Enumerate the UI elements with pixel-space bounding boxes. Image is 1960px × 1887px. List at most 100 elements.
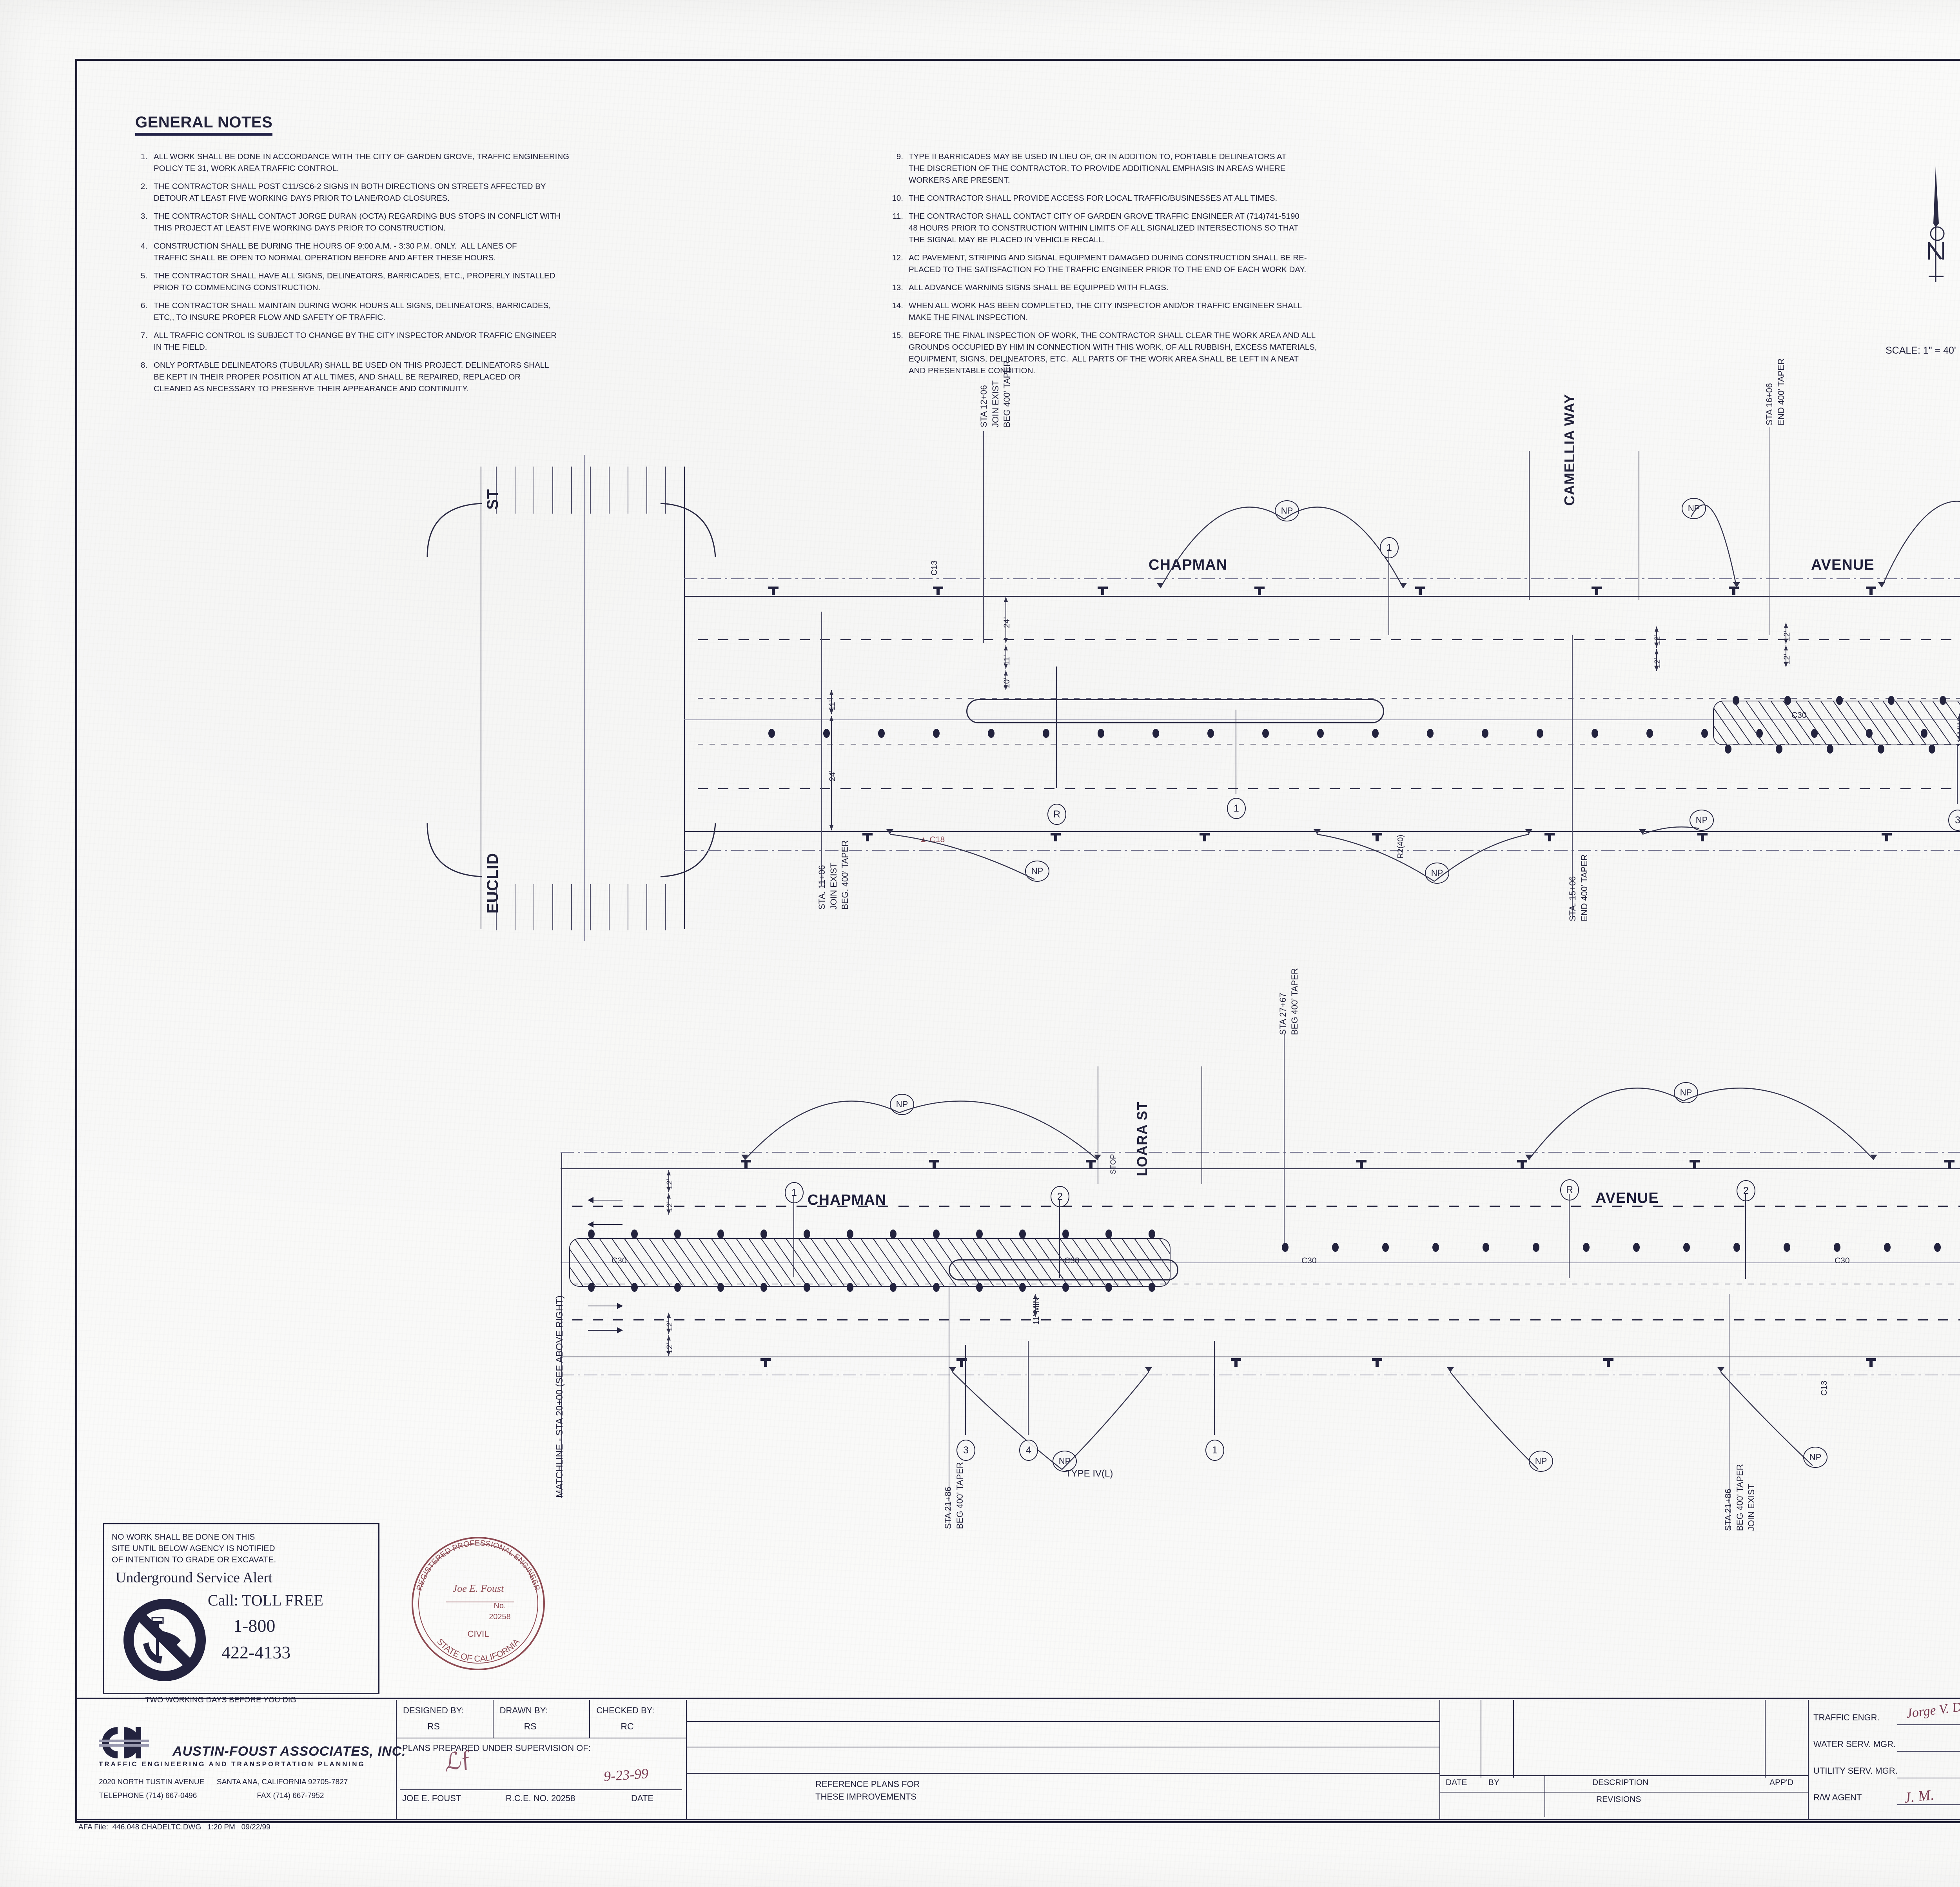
dim-lower-12a-label: 12’ <box>665 1178 674 1190</box>
note-text: BEFORE THE FINAL INSPECTION OF WORK, THE… <box>909 331 1317 375</box>
delineator <box>1929 745 1935 754</box>
note-number: 9. <box>896 152 903 161</box>
chapman-centerline-lower <box>561 1262 1960 1263</box>
crosswalk-bar <box>552 467 553 514</box>
dim-11 <box>1004 645 1008 669</box>
dim-10-label: 10’ <box>1002 677 1011 688</box>
note-leader-curve <box>1447 1367 1539 1470</box>
note-leader <box>1569 1194 1570 1278</box>
crosswalk-bar <box>609 884 610 930</box>
sign-symbol-lower <box>1356 1160 1367 1168</box>
lane-line-skip-lower-n <box>572 1206 1960 1207</box>
delineator <box>890 1283 897 1292</box>
note-leader-curve <box>899 1101 1101 1160</box>
note-leader-curve <box>949 1367 1062 1470</box>
dim-24b <box>829 716 833 830</box>
pavement-legend-stop-lower: STOP <box>1109 1154 1118 1174</box>
construction-note-bubble-lower: 2 <box>1051 1186 1069 1207</box>
north-right-of-way-line <box>684 578 1960 579</box>
delineator <box>823 729 830 738</box>
delineator <box>1105 1283 1112 1292</box>
delineator <box>1282 1243 1289 1252</box>
street-label-avenue-lower: AVENUE <box>1595 1190 1659 1206</box>
dim-lower-12b-label: 12’ <box>665 1201 674 1212</box>
approval-label-2: UTILITY SERV. MGR. <box>1813 1766 1898 1776</box>
curb-return <box>423 819 486 882</box>
station-line-11-06 <box>821 612 822 886</box>
note-number: 15. <box>892 331 904 340</box>
dim-lower-12c-label: 12’ <box>665 1320 674 1331</box>
lane-line-skip-lower-s <box>572 1319 1960 1320</box>
rev-col-divider-0b <box>1513 1700 1514 1778</box>
svg-text:CALL BEFORE: CALL BEFORE <box>145 1602 185 1609</box>
chapman-centerline <box>684 719 1960 720</box>
direction-arrow-wb-lower <box>588 1221 622 1228</box>
left-turn-pocket-lower <box>949 1259 1178 1280</box>
dim-10 <box>1004 670 1008 690</box>
station-line-21-86b <box>1729 1294 1730 1529</box>
note-leader <box>1745 1194 1746 1279</box>
construction-note-bubble-lower: NP <box>1053 1451 1077 1472</box>
rev-col-by: BY <box>1488 1778 1500 1787</box>
station-line-27-67 <box>1284 1035 1285 1243</box>
delineator <box>1062 1283 1069 1292</box>
note-text: THE CONTRACTOR SHALL HAVE ALL SIGNS, DEL… <box>154 271 555 292</box>
approval-label-0: TRAFFIC ENGR. <box>1813 1713 1880 1722</box>
construction-note-bubble: NP <box>1275 500 1299 521</box>
construction-area <box>1713 701 1960 745</box>
note-number: 6. <box>140 301 147 310</box>
delineator <box>631 1230 638 1239</box>
delineator <box>1592 729 1598 738</box>
note-leader <box>1957 744 1958 804</box>
firm-name: AUSTIN-FOUST ASSOCIATES, INC. <box>172 1744 406 1759</box>
signature-rule <box>400 1789 682 1790</box>
curb-mark-c30-lower: C30 <box>612 1256 627 1265</box>
dim-lower-12d <box>667 1335 671 1356</box>
note-number: 11. <box>893 212 903 221</box>
street-label-loara-st: LOARA ST <box>1134 1101 1150 1176</box>
sign-symbol <box>1729 587 1739 595</box>
crosswalk-bar <box>646 884 647 930</box>
delineator <box>1372 729 1379 738</box>
delineator <box>847 1283 853 1292</box>
revisions-label: REVISIONS <box>1596 1795 1641 1804</box>
note-leader <box>793 1196 794 1277</box>
dim-lower-11min-label: 11’ MIN <box>1032 1297 1041 1325</box>
construction-area-lower <box>569 1238 1171 1287</box>
rce-number: R.C.E. NO. 20258 <box>506 1793 575 1803</box>
crosswalk-bar <box>571 467 572 514</box>
delineator <box>1262 729 1269 738</box>
note-leader <box>1028 1341 1029 1435</box>
rev-col-divider-2 <box>1765 1700 1766 1778</box>
firm-contact: TELEPHONE (714) 667-0496 FAX (714) 667-7… <box>99 1792 324 1800</box>
loara-east-curb <box>1201 1066 1202 1184</box>
street-label-avenue: AVENUE <box>1811 557 1875 573</box>
station-line-12-06 <box>983 431 984 643</box>
delineator <box>1633 1243 1640 1252</box>
delineator <box>1332 1243 1339 1252</box>
curb-mark-c30-lower: C30 <box>1301 1256 1317 1265</box>
note-number: 1. <box>140 152 147 161</box>
engineer-name: JOE E. FOUST <box>402 1793 461 1803</box>
sign-symbol-lower <box>1603 1358 1613 1367</box>
chapman-north-curb <box>684 596 1960 597</box>
sign-symbol <box>862 833 873 841</box>
usa-footer: TWO WORKING DAYS BEFORE YOU DIG <box>145 1696 296 1704</box>
delineator <box>1725 745 1731 754</box>
dim-11min-label: 11’ MIN <box>1956 719 1960 746</box>
dim-12c-label: 12’ <box>1782 630 1791 641</box>
crosswalk-bar <box>496 884 497 930</box>
delineator <box>1105 1230 1112 1239</box>
curb-return <box>657 498 719 561</box>
sign-symbol <box>1415 587 1425 595</box>
chapman-south-curb <box>684 831 1960 832</box>
direction-arrow-eb-lower <box>588 1327 623 1333</box>
note-number: 3. <box>140 212 147 221</box>
sign-symbol-lower <box>1372 1358 1382 1367</box>
dim-24b-label: 24’ <box>828 770 837 781</box>
delineator <box>768 729 775 738</box>
note-number: 13. <box>892 283 904 292</box>
north-row-line-lower <box>561 1152 1960 1153</box>
